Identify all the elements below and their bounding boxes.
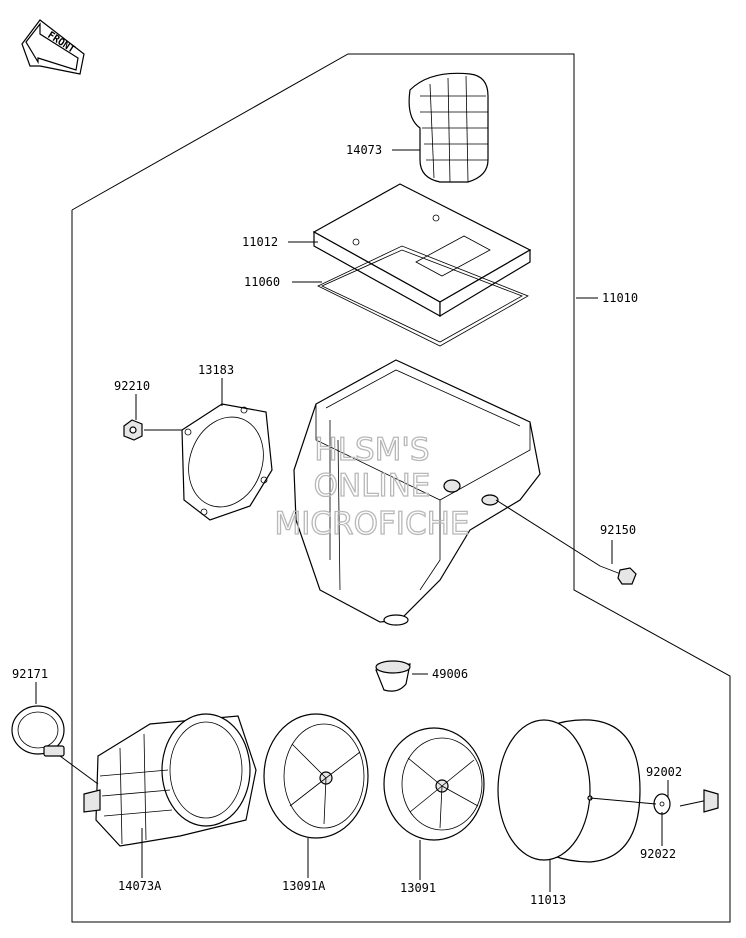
gasket-11060 [317,245,529,347]
duct-14073 [408,72,489,183]
part-label-13183: 13183 [198,363,234,377]
watermark-line2: ONLINE [314,468,431,504]
leader-lines [35,149,669,892]
filter-11013 [497,719,641,863]
front-arrow-icon: FRONT [21,19,85,75]
part-label-92022: 92022 [640,847,676,861]
cage-13091A [263,713,369,839]
clamp-92171 [11,705,65,757]
part-label-11060: 11060 [244,275,280,289]
bolt-92150 [599,565,637,585]
part-label-11010: 11010 [602,291,638,305]
part-label-92171: 92171 [12,667,48,681]
watermark: HLSM'S ONLINE MICROFICHE [274,431,470,542]
part-label-92002: 92002 [646,765,682,779]
assembly-outline-11010 [71,53,731,923]
part-label-11012: 11012 [242,235,278,249]
gasket-13183 [181,403,273,521]
intake-14073A [83,713,257,847]
wingbolt-92002 [679,789,719,813]
part-label-13091A: 13091A [282,879,326,893]
part-label-14073: 14073 [346,143,382,157]
part-label-49006: 49006 [432,667,468,681]
cap-49006 [375,660,411,692]
part-label-92150: 92150 [600,523,636,537]
part-label-14073A: 14073A [118,879,162,893]
part-labels: 14073 11012 11060 11010 92210 13183 9215… [12,143,682,907]
nut-92210 [123,419,143,441]
part-label-92210: 92210 [114,379,150,393]
airbox-housing [293,359,541,626]
plate-11012 [312,183,532,318]
cage-13091 [383,727,485,841]
watermark-line3: MICROFICHE [275,506,470,542]
watermark-line1: HLSM'S [314,432,429,468]
part-label-11013: 11013 [530,893,566,907]
part-label-13091: 13091 [400,881,436,895]
